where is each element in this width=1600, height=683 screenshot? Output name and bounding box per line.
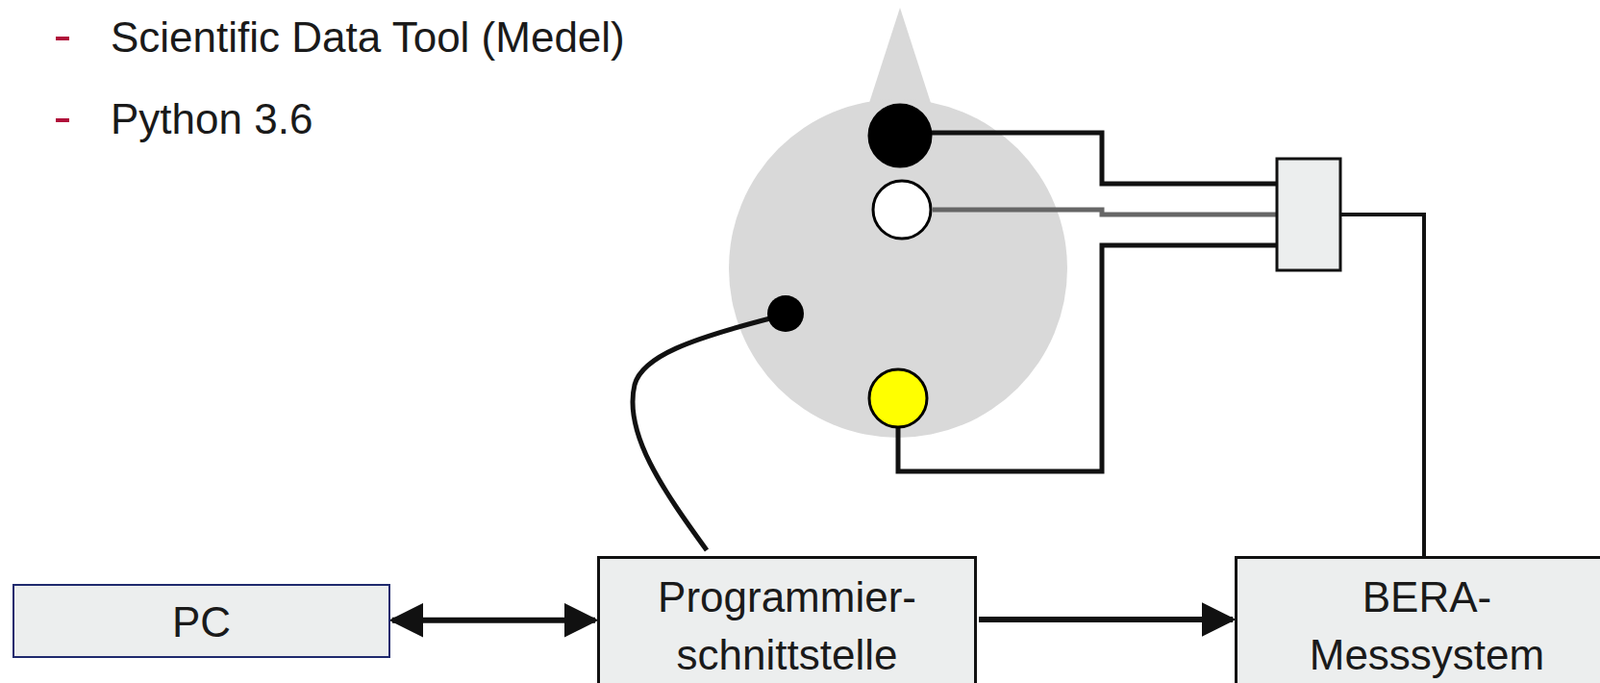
electrode-connector xyxy=(1276,158,1341,271)
implant-cable xyxy=(632,318,771,550)
head-nose xyxy=(868,7,932,106)
bullet-dash xyxy=(55,36,70,41)
data-link-arrow xyxy=(978,616,1233,623)
electrode-yellow xyxy=(869,369,927,427)
electrode-white xyxy=(873,180,931,239)
data-link-arrow xyxy=(392,617,596,624)
implant-coil xyxy=(767,295,804,332)
amplifier-cable xyxy=(1340,214,1425,558)
process-box: PC xyxy=(12,583,391,658)
electrode-black xyxy=(869,104,931,167)
box-label: PC xyxy=(172,593,231,651)
electrode-wire xyxy=(898,245,1277,472)
process-box: Programmier- schnittstelle xyxy=(597,555,977,683)
electrode-wire xyxy=(930,132,1277,184)
bullet-text: Python 3.6 xyxy=(110,95,313,144)
bullet-text: Scientific Data Tool (Medel) xyxy=(110,13,625,62)
head-outline xyxy=(728,99,1068,438)
box-label: BERA- Messsystem xyxy=(1282,568,1572,683)
box-label: Programmier- schnittstelle xyxy=(643,568,932,683)
bullet-dash xyxy=(55,118,70,123)
process-box: BERA- Messsystem xyxy=(1234,555,1600,683)
electrode-wire xyxy=(932,209,1277,215)
